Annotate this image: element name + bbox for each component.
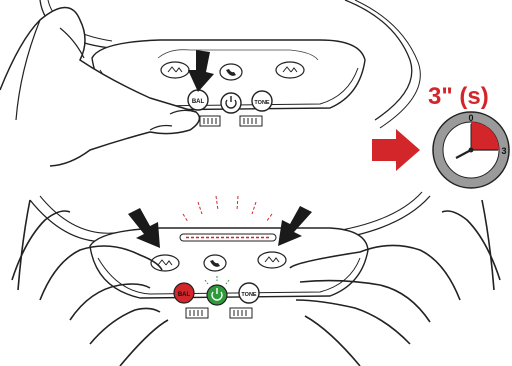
tone-button-top[interactable]: TONE — [252, 91, 272, 111]
power-button-top[interactable] — [221, 93, 241, 113]
bal-button-bottom[interactable]: BAL — [174, 283, 194, 303]
bal-button-top[interactable]: BAL — [188, 90, 208, 110]
bal-label-bottom: BAL — [178, 292, 191, 298]
right-arrow-icon — [372, 129, 420, 171]
tone-label-top: TONE — [254, 100, 270, 106]
duration-label: 3" (s) — [428, 83, 489, 110]
connector-left-bottom — [186, 308, 208, 318]
device-body-bottom — [90, 228, 368, 298]
connector-right-top — [240, 116, 262, 126]
bottom-panel: BAL TONE — [12, 192, 500, 366]
volume-down-button-top[interactable] — [161, 62, 189, 78]
stopwatch-icon: 0 3 — [433, 112, 509, 188]
tone-label-bottom: TONE — [241, 292, 257, 298]
dial-top-value: 0 — [468, 113, 473, 123]
connector-right-bottom — [230, 308, 252, 318]
connector-left-top — [200, 116, 220, 126]
phone-button-bottom[interactable] — [204, 255, 226, 271]
phone-button-top[interactable] — [220, 64, 242, 80]
volume-up-button-top[interactable] — [276, 62, 304, 78]
tone-button-bottom[interactable]: TONE — [239, 283, 259, 303]
dial-right-value: 3 — [501, 146, 506, 156]
led-glow — [183, 196, 272, 222]
bal-label-top: BAL — [192, 99, 205, 105]
top-panel: BAL TONE — [0, 0, 420, 166]
volume-up-button-bottom[interactable] — [258, 252, 286, 268]
